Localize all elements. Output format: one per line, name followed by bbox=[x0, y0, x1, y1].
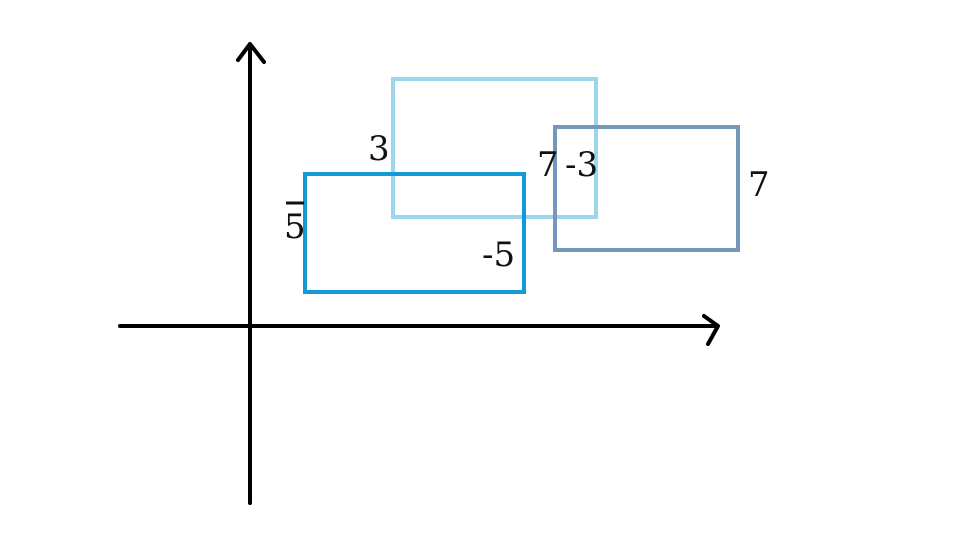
blue-rect-left-label: 5 bbox=[284, 207, 306, 247]
light-rect-right-label: 7 bbox=[537, 145, 559, 185]
y-axis-arrowhead bbox=[236, 42, 266, 64]
light-blue-rectangle bbox=[391, 77, 598, 219]
light-rect-left-label: 3 bbox=[368, 129, 390, 169]
blue-rectangle bbox=[303, 172, 526, 294]
blue-rect-right-label: -5 bbox=[482, 235, 515, 275]
slate-rect-right-label: 7 bbox=[748, 165, 770, 205]
slate-rect-left-label: -3 bbox=[565, 145, 598, 185]
slate-rectangle bbox=[553, 125, 740, 252]
axes bbox=[118, 42, 720, 505]
x-axis-arrowhead bbox=[702, 314, 720, 346]
